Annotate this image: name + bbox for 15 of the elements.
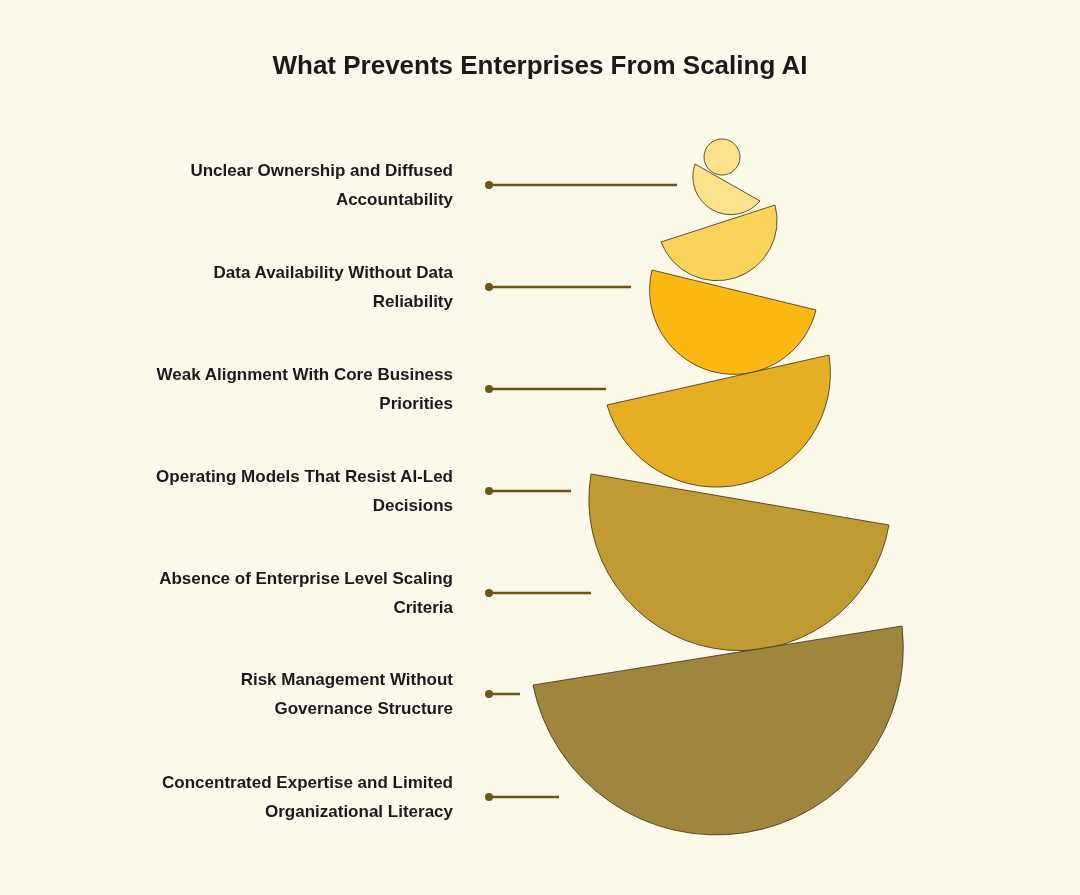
leader-line [485,181,677,189]
label-text: Unclear Ownership and Diffused Accountability [153,156,453,214]
leader-line [485,690,520,698]
label-text: Operating Models That Resist AI-Led Decisions [153,462,453,520]
title: What Prevents Enterprises From Scaling AI [271,50,809,81]
leader-line [485,487,571,495]
label-text: Concentrated Expertise and Limited Organizational Literacy [153,768,453,826]
leader-line [485,385,606,393]
leader-line [485,283,631,291]
label-text: Absence of Enterprise Level Scaling Criteria [153,564,453,622]
label-text: Weak Alignment With Core Business Priorities [153,360,453,418]
leader-line [485,589,591,597]
leader-line [485,793,559,801]
label-text: Data Availability Without Data Reliability [153,258,453,316]
label-text: Risk Management Without Governance Structure [153,665,453,723]
